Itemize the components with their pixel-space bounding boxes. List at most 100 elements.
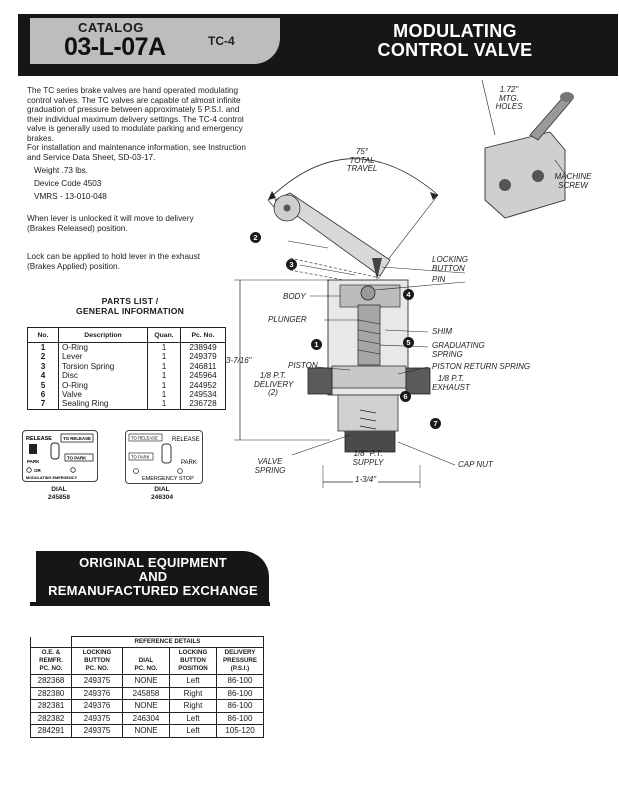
col-quantity: Quan. [147,327,181,343]
dial1-number: 245858 [47,494,70,501]
ref-col-oe-l3: PC. NO. [39,665,63,672]
parts-list-title: PARTS LIST / GENERAL INFORMATION [50,296,210,316]
cell: NONE [122,724,170,738]
travel-arrow-left [268,191,276,200]
leader-callout-3 [299,264,356,276]
oe-banner-title: ORIGINAL EQUIPMENT AND REMANUFACTURED EX… [40,556,266,598]
cell: 7 [27,399,59,410]
cell: 5 [27,380,59,391]
dial1-slot [50,442,60,460]
cell: Disc [58,371,148,381]
cell: 249376 [71,686,123,700]
title-line-1: MODULATING [393,21,517,41]
instruction-reference: For installation and maintenance informa… [27,143,246,162]
ref-col-delivery: DELIVERY PRESSURE (P.S.I.) [216,647,264,675]
dial1-park-text: PARK [27,459,40,464]
cell: 249534 [180,390,226,400]
cell: 282368 [30,674,72,688]
dial2-to-park-text: TO PARK [131,455,150,460]
cell: 1 [147,342,181,353]
cell: Lever [58,352,148,362]
cell: 249375 [71,711,123,725]
cell: Torsion Spring [58,361,148,372]
cell: Valve [58,390,148,400]
dial2-label: DIAL [154,486,170,493]
cell: 236728 [180,399,226,410]
locking-button-label: LOCKING BUTTON [432,255,468,273]
callout-6: 6 [400,391,411,402]
cell: NONE [122,699,170,713]
banner-line-2: AND [138,569,168,584]
dial1-bottom-text: MODULATING EMERGENCY [26,476,77,480]
iso-valve-body [484,131,566,219]
plunger-shape [357,304,381,366]
height-dimension-label: 3-7/16" [226,356,252,365]
pin-detail [360,285,376,301]
cell: Left [169,674,217,688]
valve-spring-label: VALVE SPRING [254,457,286,475]
ref-blank-corner [30,636,72,648]
ref-col-dial: DIAL PC. NO. [122,647,170,675]
cell: 3 [27,361,59,372]
screw-word: SCREW [558,180,588,190]
mtg-dim: 1.72" [499,85,519,94]
dial-246304-caption: DIAL 246304 [131,486,193,502]
cell: 244952 [180,380,226,391]
ref-col-locking-button: LOCKING BUTTON PC. NO. [71,647,123,675]
dial1-release-text: RELEASE [26,436,52,442]
cell: 105-120 [216,724,264,738]
cell: 282381 [30,699,72,713]
cell: 1 [27,342,59,353]
delivery-count: (2) [268,388,278,398]
graduating-word: GRADUATING [432,341,485,350]
cell: 1 [147,361,181,372]
valve-spring-word: SPRING [254,465,286,475]
valve-spring-shape [359,409,377,430]
graduating-spring-shape [357,319,381,355]
cell: Right [169,686,217,700]
device-code-text: Device Code 4503 [34,179,102,188]
mtg-word: MTG. [499,93,519,103]
delivery-port [307,367,333,395]
dial1-label: DIAL [51,486,67,493]
cell: 284291 [30,724,72,738]
leader-cap-nut [397,441,456,466]
exhaust-port [405,367,431,395]
pin-label: PIN [432,275,446,284]
cell: 6 [27,390,59,400]
cell: 249379 [180,352,226,362]
dial2-park-text: PARK [181,460,197,466]
parts-title-line-2: GENERAL INFORMATION [75,306,185,316]
dial1-to-release-text: TO RELEASE [63,436,91,441]
callout-5: 5 [403,337,414,348]
dial-246304-face: TO RELEASE RELEASE TO PARK PARK EMERGENC… [125,430,203,484]
leader-piston [316,366,351,371]
cell: 1 [147,380,181,391]
plunger-label: PLUNGER [268,315,307,324]
catalog-box [30,18,280,64]
title-line-2: CONTROL VALVE [377,40,533,60]
exhaust-word: EXHAUST [432,382,470,392]
cell: 246304 [122,711,170,725]
cell: 1 [147,371,181,381]
oe-banner-base [30,602,270,606]
lock-note: Lock can be applied to hold lever in the… [27,252,200,271]
cell: 86-100 [216,699,264,713]
cell: O-Ring [58,342,148,353]
cell: NONE [122,674,170,688]
lever-alt-position [289,257,381,279]
intro-paragraph: The TC series brake valves are hand oper… [27,86,244,143]
dial2-slot [161,443,172,464]
callout-4: 4 [403,289,414,300]
dial2-to-release-text: TO RELEASE [131,436,158,441]
cell: 246811 [180,361,226,372]
width-dimension-label: 1-3/4" [353,475,379,485]
